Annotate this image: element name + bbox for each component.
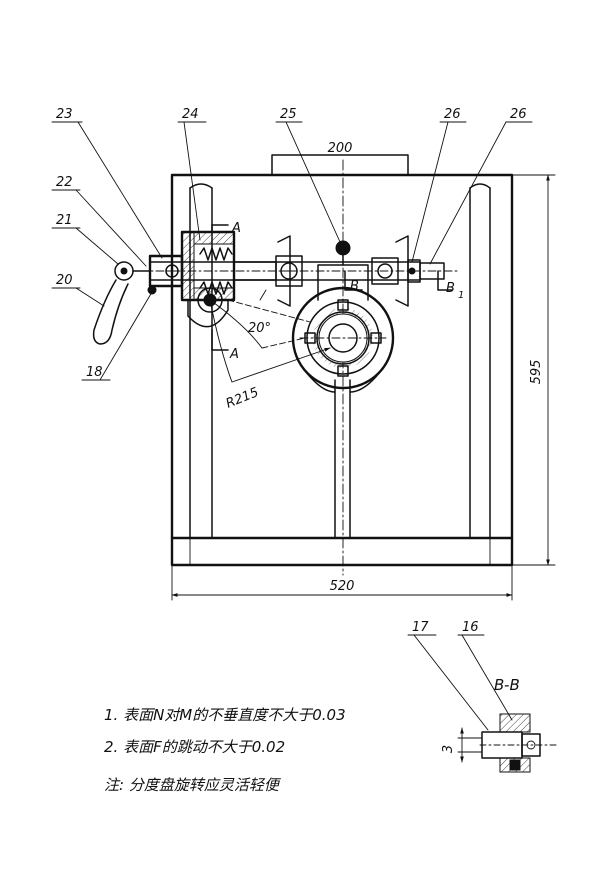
dimension-section-thickness: 3 [441, 745, 456, 753]
notes: 1. 表面N对M的不垂直度不大于0.03 2. 表面F的跳动不大于0.02 注:… [104, 706, 346, 794]
part-label-21: 22 [56, 175, 73, 190]
dimension-200: 200 [328, 141, 353, 156]
dimension-r215: R215 [224, 385, 261, 412]
part-label-23: 24 [182, 107, 199, 122]
section-view-b-b: B-B 17 16 3 [407, 620, 557, 773]
dimension-520: 520 [330, 579, 355, 594]
section-b-right-label: B [446, 281, 455, 296]
section-view-title: B-B [494, 676, 520, 694]
dimension-595: 595 [529, 360, 544, 385]
part-label-26-text: 26 [510, 107, 527, 122]
section-b-index-label: 1 [458, 290, 464, 301]
part-label-19: 20 [56, 273, 73, 288]
part-label-20: 21 [56, 213, 73, 228]
part-leaders: 23 24 25 26 26 26 22 21 20 18 [51, 107, 533, 381]
part-label-24: 25 [280, 107, 297, 122]
note-2: 2. 表面F的跳动不大于0.02 [104, 738, 285, 756]
part-label-16: 16 [462, 620, 479, 635]
note-1: 1. 表面N对M的不垂直度不大于0.03 [104, 706, 346, 724]
part-label-18: 18 [86, 365, 103, 380]
part-label-25: 26 [444, 107, 461, 122]
radius-arc [209, 289, 331, 383]
section-marks: A A B B 1 [211, 221, 464, 362]
part-label-17: 17 [412, 620, 429, 635]
section-a-bottom-label: A [229, 347, 239, 362]
dimension-angle: 20° [248, 321, 271, 336]
part-label-22: 23 [56, 107, 73, 122]
section-a-top-label: A [231, 221, 241, 236]
section-b-left-label: B [350, 279, 359, 294]
dimensions: 200 520 595 R215 20° [171, 141, 556, 601]
slider-shaft [139, 230, 461, 328]
note-3: 注: 分度盘旋转应灵活轻便 [104, 776, 282, 794]
handle [92, 261, 157, 345]
